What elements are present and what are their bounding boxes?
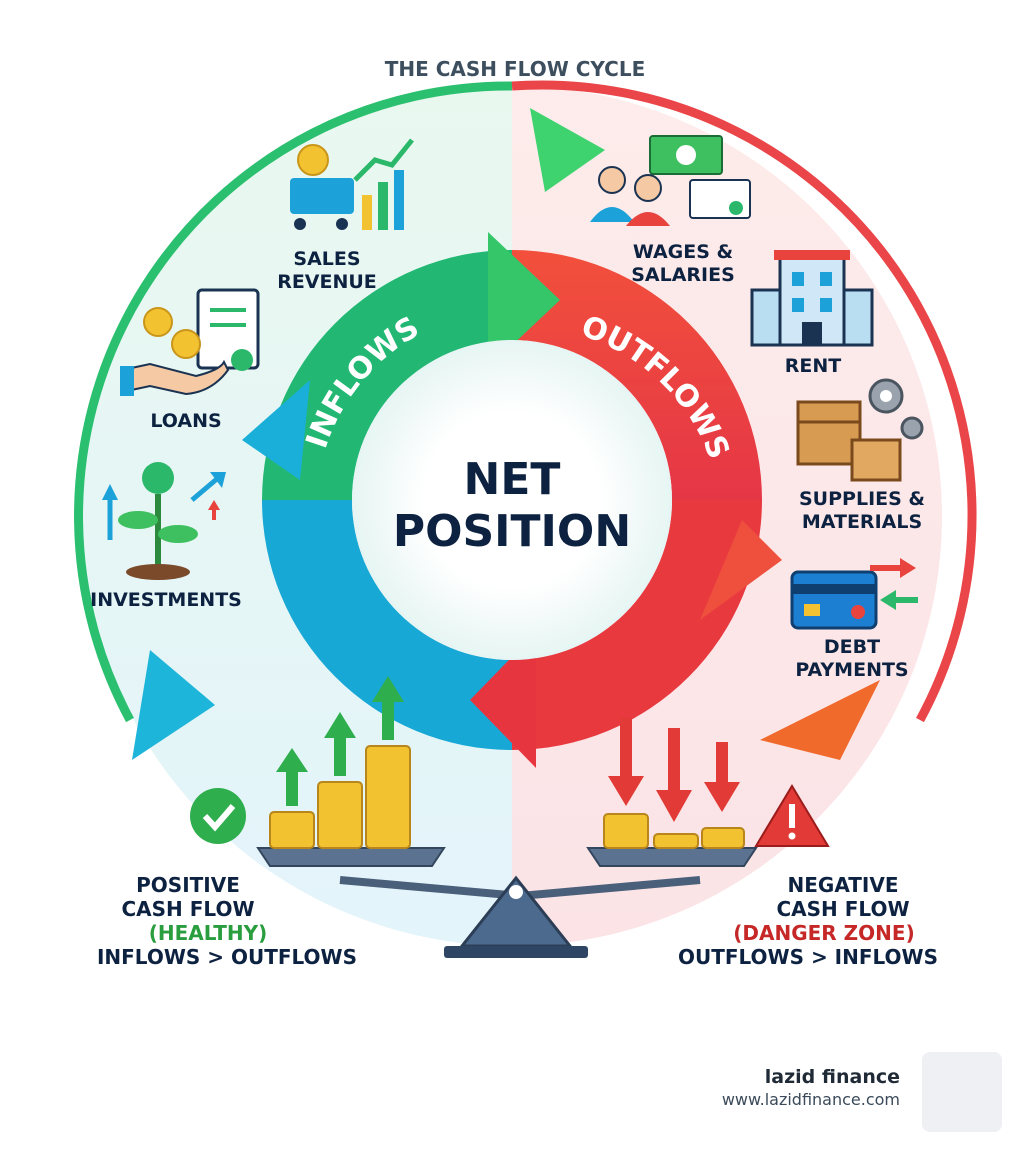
positive-rule: INFLOWS > OUTFLOWS	[97, 945, 357, 969]
inflow-label-investments: INVESTMENTS	[90, 589, 242, 611]
outflow-label-debt-2: PAYMENTS	[795, 659, 908, 681]
positive-label-2: CASH FLOW	[121, 897, 254, 921]
negative-label-1: NEGATIVE	[788, 873, 899, 897]
inner-arrow-right-icon	[700, 520, 782, 620]
warning-triangle-icon	[754, 784, 830, 847]
cart-revenue-icon	[290, 138, 414, 230]
outflow-label-supplies-1: SUPPLIES &	[799, 488, 925, 510]
outer-ring-outflow	[511, 80, 977, 723]
outflow-label-wages-2: SALARIES	[631, 264, 735, 286]
center-circle	[352, 340, 672, 660]
inner-ring-outflow-top	[512, 250, 762, 500]
inner-ring-outflow-bottom	[512, 500, 762, 750]
negative-status: (DANGER ZONE)	[733, 921, 914, 945]
brand-name: lazid finance	[764, 1066, 900, 1088]
inflow-label-sales-2: REVENUE	[277, 271, 377, 293]
negative-label-2: CASH FLOW	[776, 897, 909, 921]
check-circle-icon	[190, 788, 246, 844]
brand-logo-icon	[922, 1052, 1002, 1132]
employees-icon	[590, 135, 751, 226]
growth-plant-icon	[102, 462, 226, 580]
outer-arrow-left-icon	[132, 650, 215, 760]
coin-stacks-falling-icon	[603, 718, 745, 849]
boxes-gears-icon	[796, 378, 924, 482]
outflow-label-supplies-2: MATERIALS	[802, 511, 922, 533]
balance-scale-icon	[256, 847, 758, 958]
inner-arrow-top-icon	[488, 232, 560, 368]
outflow-label-wages-1: WAGES &	[633, 241, 733, 263]
building-icon	[750, 250, 874, 347]
diagram-title: THE CASH FLOW CYCLE	[385, 57, 646, 81]
hand-coins-icon	[120, 288, 260, 396]
inner-arrow-bottom-icon	[470, 632, 536, 768]
positive-status: (HEALTHY)	[149, 921, 267, 945]
outer-arrow-top-icon	[530, 108, 605, 192]
card-arrows-icon	[790, 558, 918, 630]
inner-ring-inflow-bottom	[262, 500, 512, 750]
outflow-label-rent: RENT	[785, 355, 842, 377]
coin-stacks-rising-icon	[269, 676, 411, 849]
inner-arrow-left-icon	[242, 380, 310, 480]
outer-ring-inflow	[74, 81, 513, 723]
negative-rule: OUTFLOWS > INFLOWS	[678, 945, 938, 969]
positive-label-1: POSITIVE	[136, 873, 240, 897]
brand-block: lazid finance www.lazidfinance.com	[722, 1066, 900, 1109]
outflow-label-debt-1: DEBT	[824, 636, 880, 658]
inner-ring-inflow-top	[262, 250, 512, 500]
inflow-label-sales-1: SALES	[293, 248, 360, 270]
center-label-position: POSITION	[393, 506, 631, 557]
inflow-label-loans: LOANS	[150, 410, 221, 432]
center-label-net: NET	[464, 454, 561, 505]
brand-url: www.lazidfinance.com	[721, 1090, 900, 1109]
outer-arrow-right-icon	[760, 680, 880, 760]
